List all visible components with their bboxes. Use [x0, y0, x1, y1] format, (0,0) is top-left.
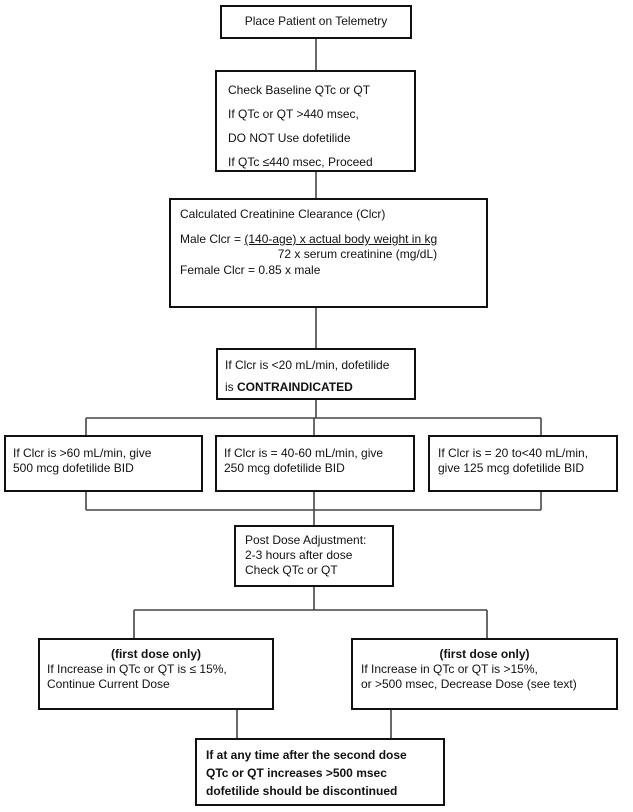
first-right-line-2: or >500 msec, Decrease Dose (see text): [361, 677, 577, 691]
baseline-line-2: If QTc or QT >440 msec,: [228, 107, 359, 121]
baseline-line-1: Check Baseline QTc or QT: [228, 83, 371, 97]
baseline-line-4: If QTc ≤440 msec, Proceed: [228, 155, 373, 169]
male-clcr-label: Male Clcr =: [180, 232, 245, 246]
contraindicated-label: CONTRAINDICATED: [237, 380, 353, 394]
contra-line-1: If Clcr is <20 mL/min, dofetilide: [225, 358, 390, 372]
creatinine-clearance-box: Calculated Creatinine Clearance (Clcr) M…: [169, 198, 488, 308]
contra-prefix: is: [225, 380, 237, 394]
contraindication-box: If Clcr is <20 mL/min, dofetilide is CON…: [216, 348, 416, 400]
baseline-line-3: DO NOT Use dofetilide: [228, 131, 351, 145]
dose-2-line-1: If Clcr is = 40-60 mL/min, give: [224, 446, 384, 460]
dose-box-40-60: If Clcr is = 40-60 mL/min, give 250 mcg …: [215, 435, 415, 492]
final-line-2: QTc or QT increases >500 msec: [206, 766, 387, 780]
contra-line-2: is CONTRAINDICATED: [225, 376, 414, 398]
baseline-qtc-box: Check Baseline QTc or QT If QTc or QT >4…: [215, 70, 416, 172]
dose-3-line-1: If Clcr is = 20 to<40 mL/min,: [438, 446, 589, 460]
first-right-line-1: If Increase in QTc or QT is >15%,: [361, 662, 538, 676]
telemetry-text: Place Patient on Telemetry: [244, 14, 388, 28]
dose-box-over-60: If Clcr is >60 mL/min, give 500 mcg dofe…: [4, 435, 203, 492]
clcr-denominator: 72 x serum creatinine (mg/dL): [277, 247, 438, 261]
dose-2-line-2: 250 mcg dofetilide BID: [224, 461, 345, 475]
final-line-1: If at any time after the second dose: [206, 748, 407, 762]
post-line-1: Post Dose Adjustment:: [245, 533, 367, 547]
post-line-2: 2-3 hours after dose: [245, 548, 353, 562]
dose-1-line-2: 500 mcg dofetilide BID: [13, 461, 134, 475]
discontinue-box: If at any time after the second dose QTc…: [195, 738, 445, 806]
first-left-line-2: Continue Current Dose: [47, 677, 170, 691]
first-dose-decrease-box: (first dose only) If Increase in QTc or …: [351, 638, 618, 710]
dose-3-line-2: give 125 mcg dofetilide BID: [438, 461, 585, 475]
clcr-title: Calculated Creatinine Clearance (Clcr): [180, 207, 386, 221]
clcr-numerator: (140-age) x actual body weight in kg: [244, 232, 438, 246]
telemetry-box: Place Patient on Telemetry: [220, 5, 412, 39]
first-left-header: (first dose only): [110, 647, 201, 661]
first-left-line-1: If Increase in QTc or QT is ≤ 15%,: [47, 662, 227, 676]
first-dose-continue-box: (first dose only) If Increase in QTc or …: [38, 638, 274, 710]
dose-1-line-1: If Clcr is >60 mL/min, give: [13, 446, 152, 460]
female-clcr: Female Clcr = 0.85 x male: [180, 263, 321, 277]
final-line-3: dofetilide should be discontinued: [206, 784, 398, 798]
first-right-header: (first dose only): [439, 647, 530, 661]
post-dose-box: Post Dose Adjustment: 2-3 hours after do…: [234, 525, 394, 587]
post-line-3: Check QTc or QT: [245, 563, 338, 577]
dose-box-20-40: If Clcr is = 20 to<40 mL/min, give 125 m…: [428, 435, 618, 492]
